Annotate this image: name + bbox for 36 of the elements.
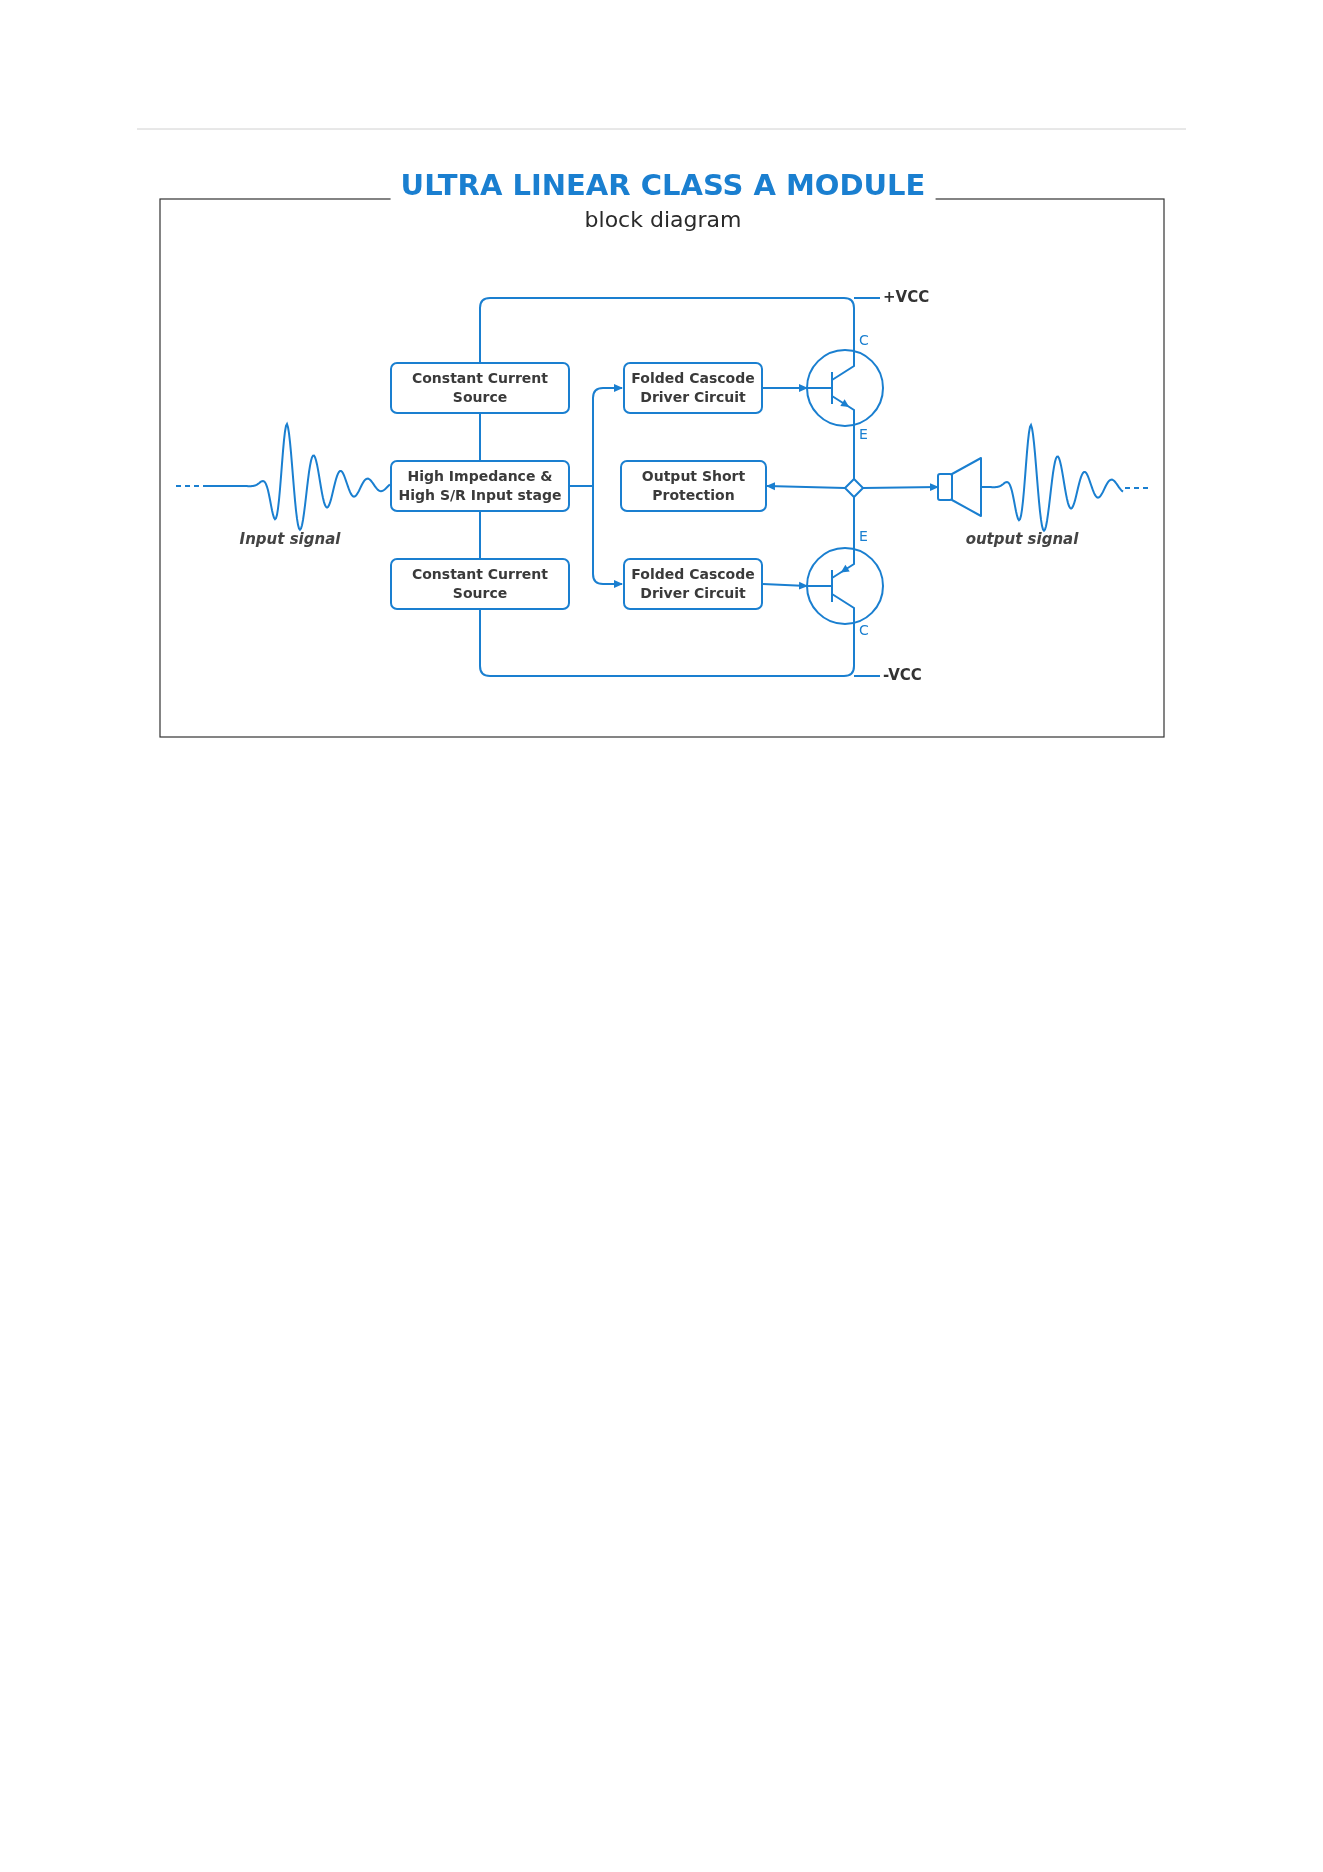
transistor-symbol <box>806 349 884 427</box>
signal-waveform <box>980 422 1124 533</box>
connector-line <box>766 482 846 491</box>
terminal-label: E <box>859 426 868 442</box>
speaker-icon <box>937 457 982 517</box>
voltage-label: +VCC <box>883 288 930 306</box>
process-box <box>620 460 767 512</box>
junction-diamond <box>843 477 865 499</box>
signal-waveform <box>202 421 391 532</box>
terminal-label: E <box>859 528 868 544</box>
box-label: High Impedance & High S/R Input stage <box>397 467 563 505</box>
terminal-label: C <box>859 622 869 638</box>
process-box <box>623 558 763 610</box>
signal-label: Input signal <box>239 530 341 548</box>
box-label: Folded Cascode Driver Circuit <box>630 369 756 407</box>
subtitle: block diagram <box>584 207 742 232</box>
transistor-symbol <box>806 547 884 625</box>
process-box <box>623 362 763 414</box>
process-box <box>390 558 570 610</box>
connector-line <box>853 496 855 551</box>
connector-line <box>479 413 481 461</box>
connector-line <box>762 384 808 392</box>
terminal-label: C <box>859 332 869 348</box>
box-label: Folded Cascode Driver Circuit <box>630 565 756 603</box>
connector-line <box>853 423 855 480</box>
voltage-label: -VCC <box>883 666 922 684</box>
box-label: Output Short Protection <box>640 467 747 505</box>
box-label: Constant Current Source <box>410 565 550 603</box>
connector-line <box>862 483 939 492</box>
process-box <box>390 362 570 414</box>
process-box <box>390 460 570 512</box>
connector-line <box>479 609 855 677</box>
connector-line <box>762 581 808 590</box>
connector-line <box>479 511 481 559</box>
box-label: Constant Current Source <box>410 369 550 407</box>
connector-line <box>479 297 855 363</box>
